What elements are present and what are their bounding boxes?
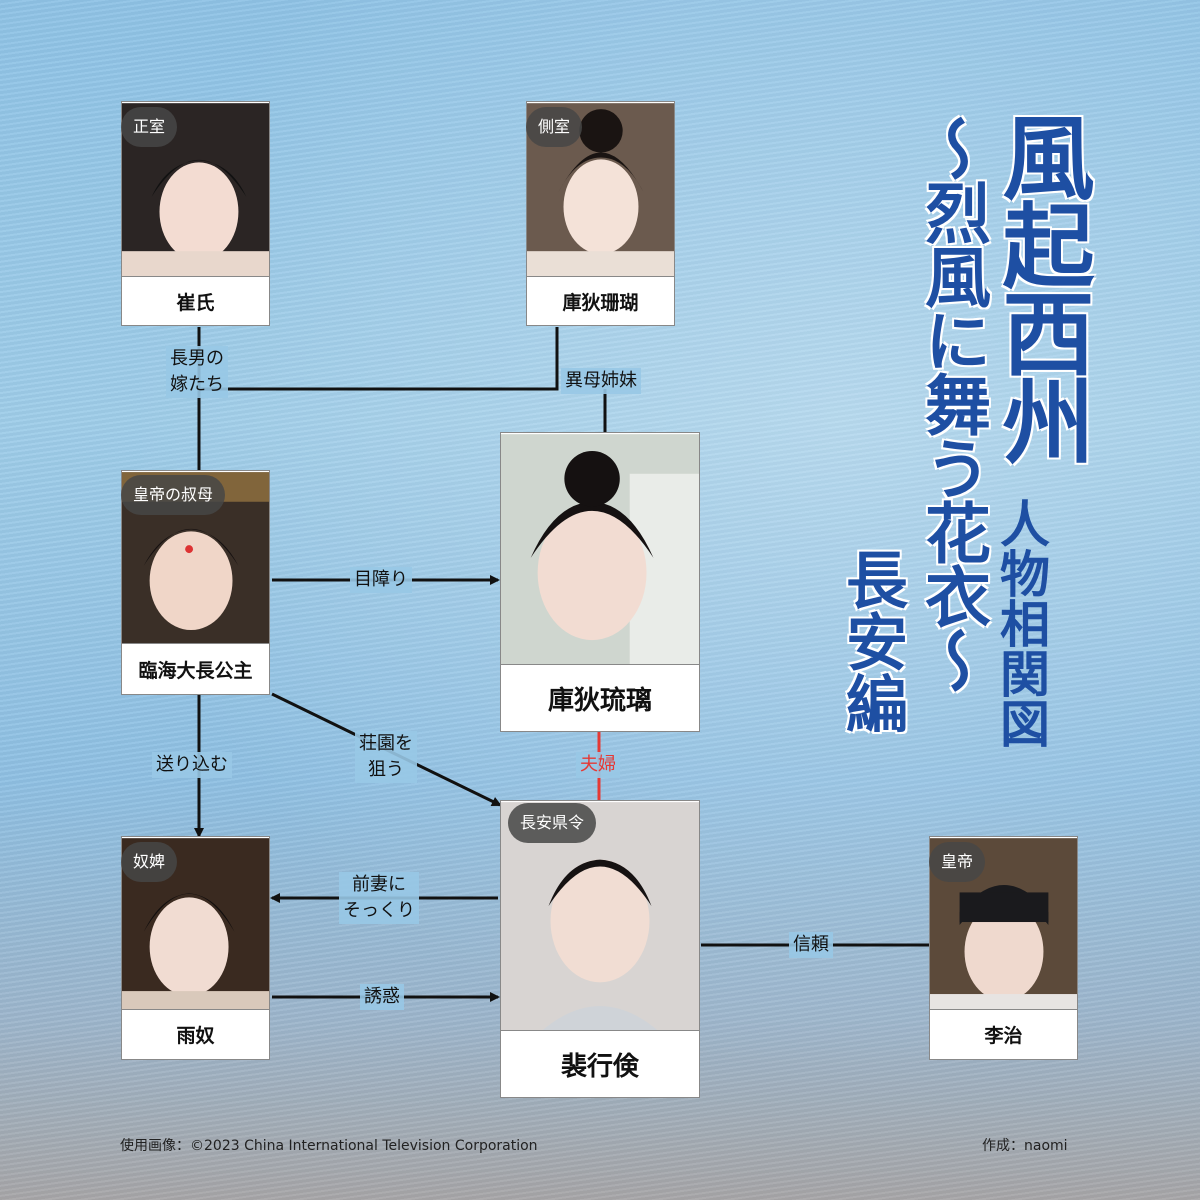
label-estate-line1: 荘園を bbox=[359, 733, 413, 754]
card-yunu[interactable]: 雨奴 bbox=[121, 836, 270, 1060]
title-chart-label: 人物相関図 bbox=[992, 498, 1050, 748]
name-cui: 崔氏 bbox=[122, 276, 269, 325]
title-chang-an: 長安編 bbox=[835, 548, 908, 734]
role-tag-linhai: 皇帝の叔母 bbox=[121, 475, 226, 515]
label-resemble: 前妻に そっくり bbox=[339, 872, 419, 924]
role-tag-lizhi: 皇帝 bbox=[929, 842, 986, 882]
label-couple: 夫婦 bbox=[576, 752, 620, 778]
title-subtitle: 〜烈風に舞う花衣〜 bbox=[914, 115, 992, 691]
portrait-lizhi bbox=[930, 837, 1077, 1012]
name-linhai: 臨海大長公主 bbox=[122, 643, 269, 694]
name-lizhi: 李治 bbox=[930, 1009, 1077, 1059]
label-wives-line2: 嫁たち bbox=[170, 374, 224, 395]
label-trust: 信頼 bbox=[789, 932, 833, 958]
label-send-in: 送り込む bbox=[152, 752, 232, 778]
name-liuli: 庫狄琉璃 bbox=[501, 664, 699, 731]
title-main: 風起西州 bbox=[987, 110, 1095, 462]
portrait-liuli bbox=[501, 433, 699, 667]
label-wives: 長男の 嫁たち bbox=[166, 346, 228, 398]
card-shanhu[interactable]: 庫狄珊瑚 bbox=[526, 101, 675, 326]
label-wives-line1: 長男の bbox=[170, 348, 224, 369]
name-pei: 裴行倹 bbox=[501, 1030, 699, 1097]
role-tag-cui: 正室 bbox=[121, 107, 178, 147]
label-estate-line2: 狙う bbox=[368, 759, 404, 780]
label-estate: 荘園を 狙う bbox=[355, 731, 417, 783]
footer-credit: 使用画像：©2023 China International Televisio… bbox=[120, 1138, 538, 1154]
label-eyesore: 目障り bbox=[350, 567, 412, 593]
card-pei[interactable]: 裴行倹 bbox=[500, 800, 700, 1098]
footer-author: 作成：naomi bbox=[982, 1138, 1068, 1154]
role-tag-yunu: 奴婢 bbox=[121, 842, 178, 882]
role-tag-pei: 長安県令 bbox=[508, 803, 597, 843]
name-shanhu: 庫狄珊瑚 bbox=[527, 276, 674, 325]
label-resemble-line1: 前妻に bbox=[352, 874, 406, 895]
label-resemble-line2: そっくり bbox=[343, 900, 415, 921]
name-yunu: 雨奴 bbox=[122, 1009, 269, 1059]
role-tag-shanhu: 側室 bbox=[526, 107, 583, 147]
card-liuli[interactable]: 庫狄琉璃 bbox=[500, 432, 700, 732]
label-seduce: 誘惑 bbox=[360, 984, 404, 1010]
label-half-sisters: 異母姉妹 bbox=[561, 368, 641, 394]
